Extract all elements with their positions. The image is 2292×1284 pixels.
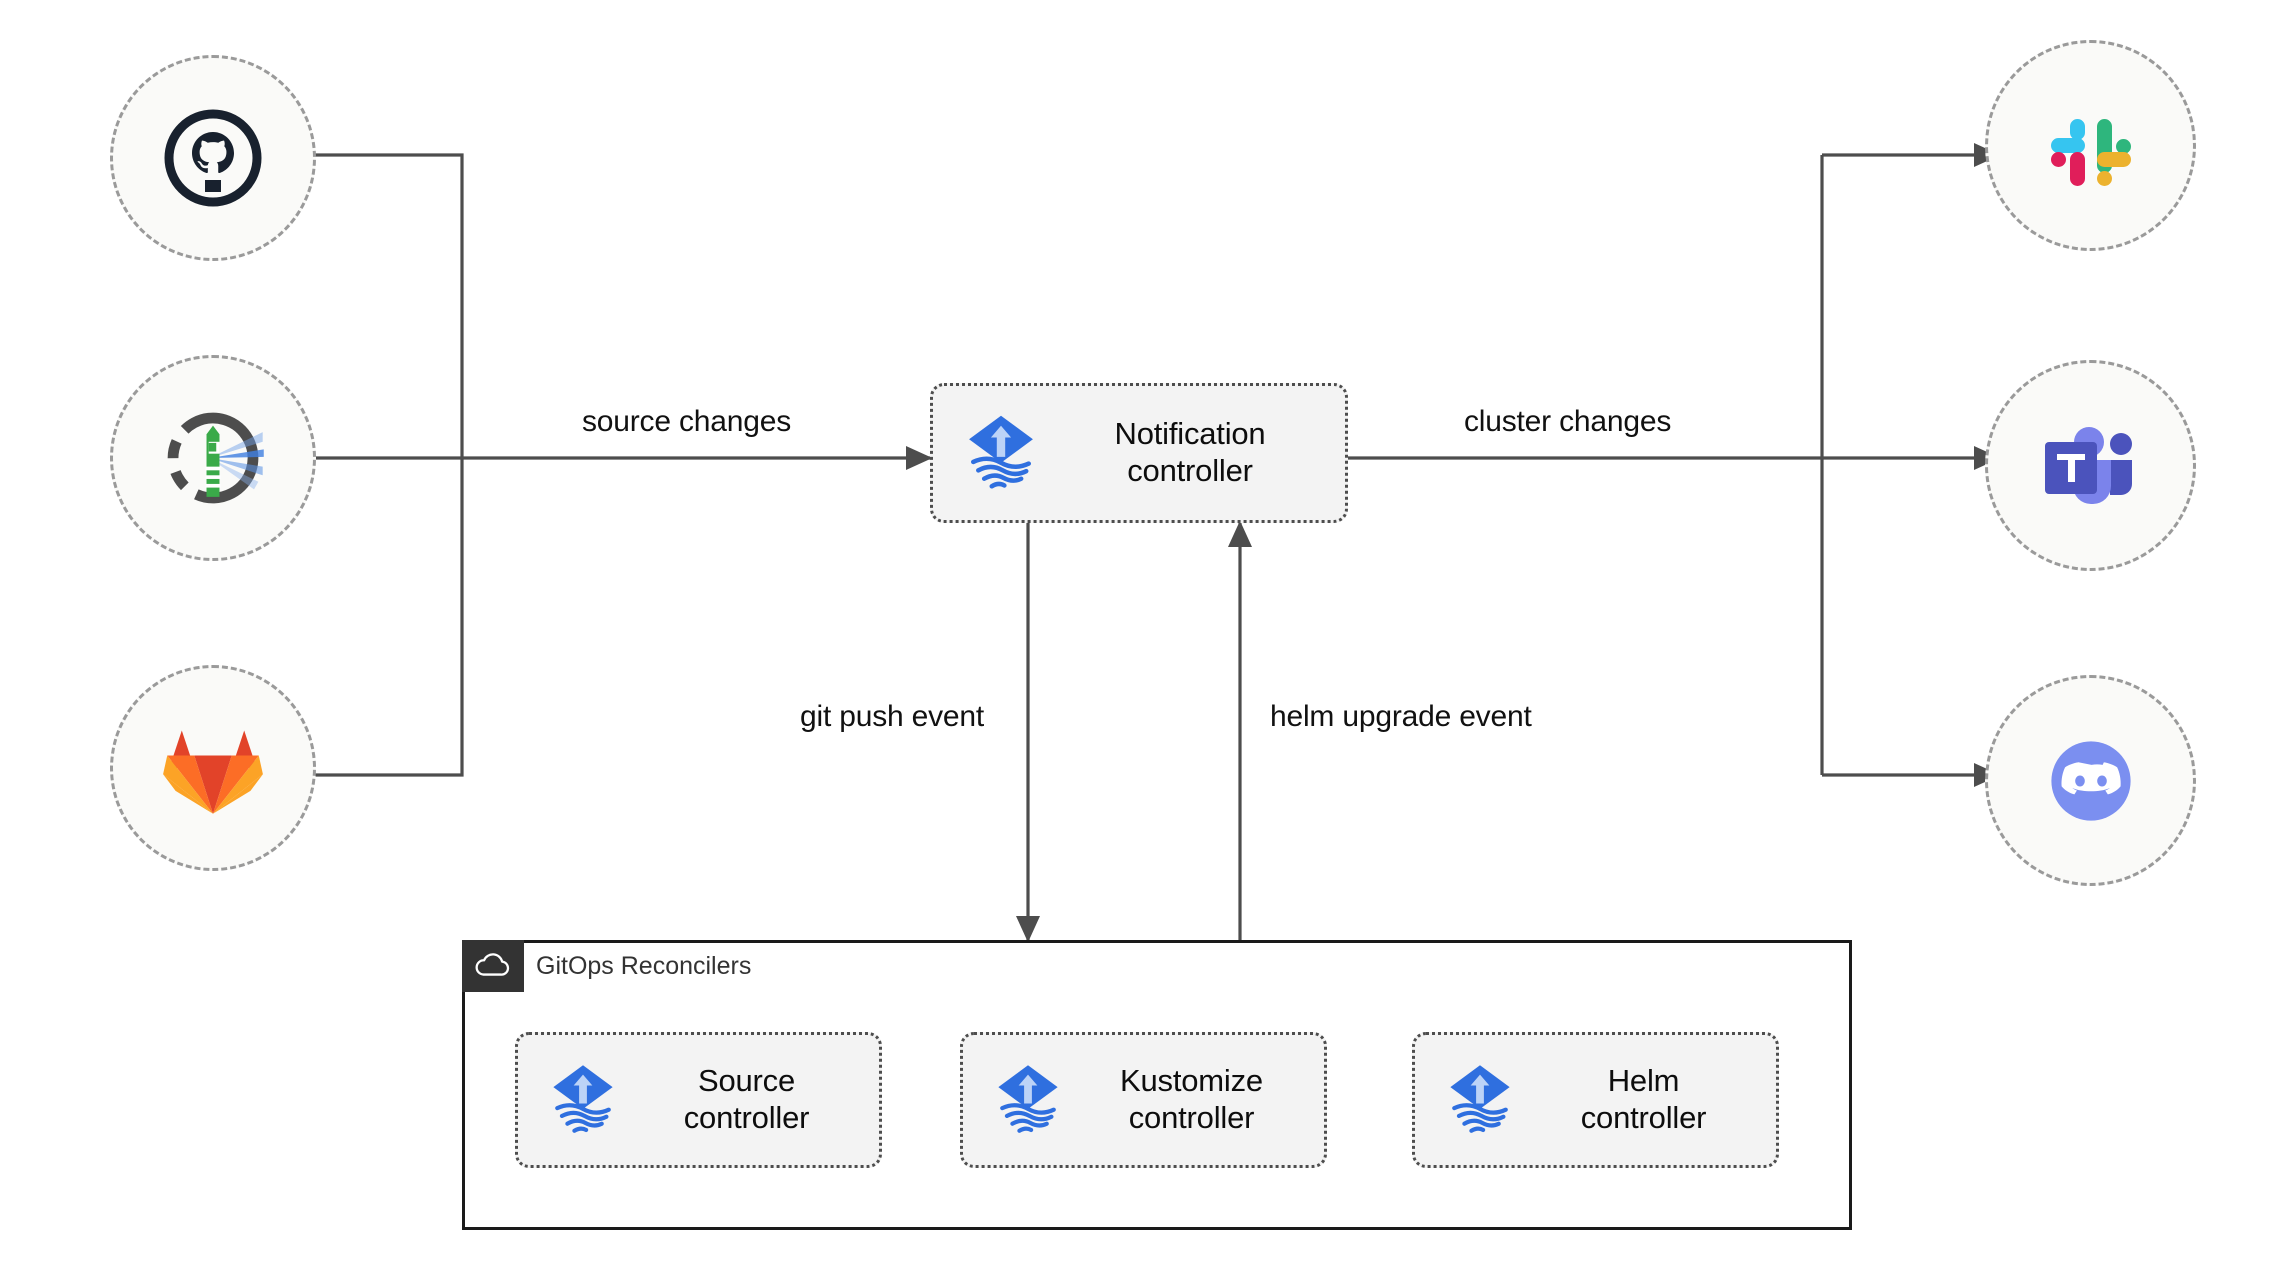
source-node-github[interactable] xyxy=(110,55,316,261)
helm-controller-label: Helm controller xyxy=(1519,1063,1776,1136)
kustomize-controller-box[interactable]: Kustomize controller xyxy=(960,1032,1327,1168)
edge-label-source-changes: source changes xyxy=(582,405,792,438)
gitlab-icon xyxy=(163,730,263,814)
flux-icon xyxy=(989,1059,1067,1142)
gitops-reconcilers-tab xyxy=(462,940,524,992)
helm-controller-line1: Helm xyxy=(1607,1063,1680,1099)
flux-icon xyxy=(959,409,1043,498)
notification-controller-label: Notification controller xyxy=(1043,416,1345,489)
gitops-reconcilers-title: GitOps Reconcilers xyxy=(536,952,752,980)
source-controller-line1: Source xyxy=(697,1063,796,1099)
cloud-icon xyxy=(475,953,510,976)
notification-controller-line1: Notification xyxy=(1114,416,1266,452)
notification-controller-line2: controller xyxy=(1127,453,1253,488)
edge-sources-trunk xyxy=(213,153,464,777)
source-controller-box[interactable]: Source controller xyxy=(515,1032,882,1168)
lighthouse-icon xyxy=(167,412,264,504)
helm-controller-line2: controller xyxy=(1580,1100,1707,1135)
destination-node-discord[interactable] xyxy=(1985,675,2196,886)
source-controller-label: Source controller xyxy=(622,1063,879,1136)
edge-label-helm-upgrade-event: helm upgrade event xyxy=(1270,700,1532,733)
flux-icon xyxy=(1441,1059,1519,1142)
teams-icon xyxy=(2044,426,2132,504)
kustomize-controller-line1: Kustomize xyxy=(1120,1063,1263,1099)
destination-node-teams[interactable] xyxy=(1985,360,2196,571)
flux-icon xyxy=(544,1059,622,1142)
notification-controller-box[interactable]: Notification controller xyxy=(930,383,1348,523)
slack-icon xyxy=(2050,118,2131,186)
edge-label-cluster-changes: cluster changes xyxy=(1464,405,1672,438)
source-node-flux-source[interactable] xyxy=(110,355,316,561)
source-controller-line2: controller xyxy=(683,1100,810,1135)
kustomize-controller-line2: controller xyxy=(1128,1100,1255,1135)
source-node-gitlab[interactable] xyxy=(110,665,316,871)
edge-label-git-push-event: git push event xyxy=(800,700,984,733)
kustomize-controller-label: Kustomize controller xyxy=(1067,1063,1324,1136)
destination-node-slack[interactable] xyxy=(1985,40,2196,251)
helm-controller-box[interactable]: Helm controller xyxy=(1412,1032,1779,1168)
github-icon xyxy=(164,109,262,207)
discord-icon xyxy=(2050,740,2131,821)
